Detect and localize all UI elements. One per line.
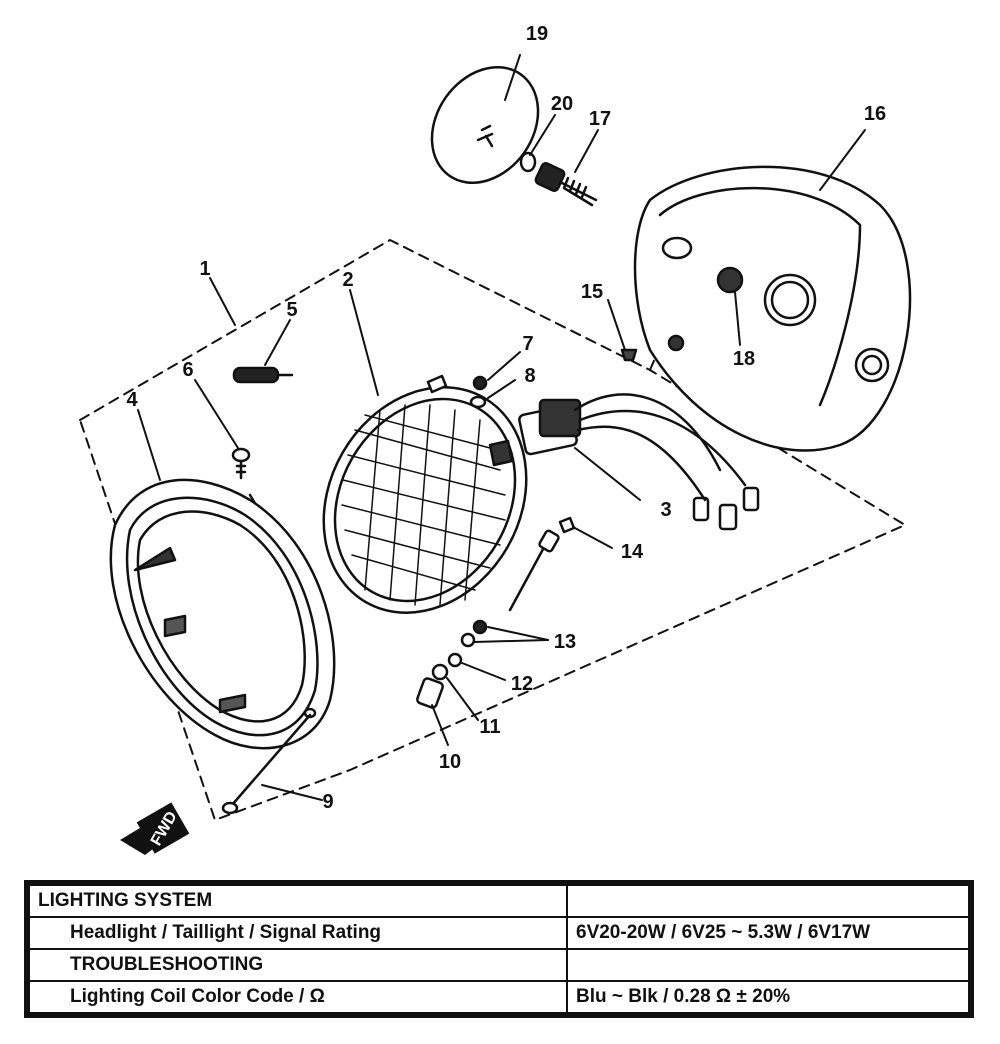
callout-14: 14	[621, 541, 644, 563]
table-row: Headlight / Taillight / Signal Rating 6V…	[26, 916, 972, 950]
forward-arrow: FWD	[120, 802, 190, 855]
screw-9	[221, 707, 317, 815]
headlight-cap	[430, 65, 540, 185]
grommet	[620, 348, 638, 362]
callout-5: 5	[286, 299, 297, 321]
rating-value: 6V20-20W / 6V25 ~ 5.3W / 6V17W	[566, 916, 972, 950]
leader-lines	[137, 54, 866, 801]
table-row: Lighting Coil Color Code / Ω Blu ~ Blk /…	[26, 980, 972, 1016]
callout-13: 13	[554, 631, 576, 653]
callout-12: 12	[511, 673, 533, 695]
socket-and-harness	[518, 393, 760, 531]
callout-16: 16	[864, 103, 886, 125]
callout-20: 20	[551, 93, 573, 115]
nut-7	[472, 375, 488, 391]
table-row: LIGHTING SYSTEM	[26, 882, 972, 918]
callout-18: 18	[733, 348, 755, 370]
empty-cell	[566, 882, 972, 918]
callout-6: 6	[182, 359, 193, 381]
washer-8	[469, 395, 487, 409]
lighting-spec-table: LIGHTING SYSTEM Headlight / Taillight / …	[24, 880, 974, 1018]
callout-15: 15	[581, 281, 603, 303]
callout-8: 8	[524, 365, 535, 387]
callout-1: 1	[199, 258, 210, 280]
headlight-exploded-diagram: FWD 19 20 17 16 1 2 15 5 7 18 6 8 4 3 14…	[79, 23, 912, 855]
troubleshooting-title: TROUBLESHOOTING	[26, 948, 568, 982]
table-row: TROUBLESHOOTING	[26, 948, 972, 982]
screw-6	[231, 447, 258, 507]
headlight-rim	[109, 478, 336, 750]
callout-2: 2	[342, 269, 353, 291]
adjusting-screw	[534, 162, 598, 207]
callout-10: 10	[439, 751, 461, 773]
washer-20	[519, 151, 537, 173]
adjuster-assembly	[416, 516, 576, 709]
headlight-body	[633, 165, 912, 452]
coil-value: Blu ~ Blk / 0.28 Ω ± 20%	[566, 980, 972, 1016]
callout-7: 7	[522, 333, 533, 355]
callout-17: 17	[589, 108, 611, 130]
callout-9: 9	[322, 791, 333, 813]
callout-4: 4	[126, 389, 138, 411]
spring	[232, 366, 294, 384]
coil-label: Lighting Coil Color Code / Ω	[26, 980, 568, 1016]
callout-3: 3	[660, 499, 671, 521]
section-title: LIGHTING SYSTEM	[26, 882, 568, 918]
rating-label: Headlight / Taillight / Signal Rating	[26, 916, 568, 950]
empty-cell	[566, 948, 972, 982]
callout-19: 19	[526, 23, 548, 45]
callout-11: 11	[479, 716, 500, 738]
